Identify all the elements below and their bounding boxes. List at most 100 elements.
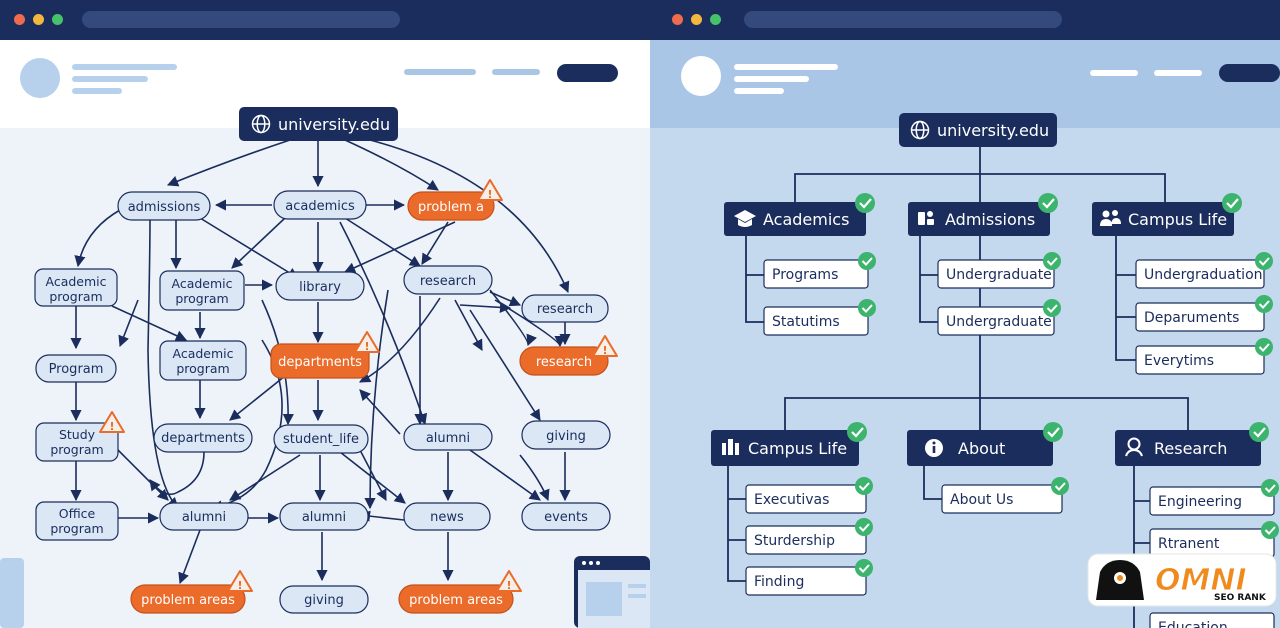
page-item[interactable]: Sturdership [745,518,873,555]
sitemap-node[interactable]: research [521,294,609,323]
section-campus-life[interactable]: Campus Life [1092,193,1242,236]
check-icon [1255,338,1273,356]
page-item[interactable]: Programs [763,252,876,289]
page-item[interactable]: Deparuments [1135,295,1273,332]
section-about[interactable]: About [907,422,1063,466]
svg-text:alumni: alumni [426,431,470,446]
sitemap-node[interactable]: academics [273,190,367,220]
page-item[interactable]: Statutims [763,299,876,336]
svg-text:Study: Study [59,427,96,442]
tangled-site-panel: university.edu admissions academics Acad… [0,0,650,628]
svg-text:About: About [958,439,1005,458]
address-bar[interactable] [82,11,400,28]
page-item[interactable]: Undergraduate [937,299,1061,336]
problem-node[interactable]: problem areas ! [398,570,522,614]
svg-text:problem areas: problem areas [141,593,235,608]
sitemap-node[interactable]: giving [521,420,611,450]
page-item[interactable]: Everytims [1135,338,1273,375]
check-icon [855,477,873,495]
sitemap-node[interactable]: research [403,265,493,295]
svg-text:Executivas: Executivas [754,492,829,508]
nav-link-placeholder[interactable] [1090,70,1138,76]
svg-text:departments: departments [161,431,245,446]
svg-text:program: program [176,361,229,376]
text-placeholder-line [72,88,122,94]
section-academics[interactable]: Academics [724,193,875,236]
problem-node[interactable]: research ! [519,335,618,376]
sitemap-node[interactable]: alumni [403,423,493,451]
browser-title-bar [650,0,1280,40]
svg-text:!: ! [109,420,114,433]
sitemap-node[interactable]: alumni [159,502,249,531]
sitemap-node[interactable]: Academic program [159,270,245,311]
sitemap-node[interactable]: admissions [117,191,211,221]
page-item[interactable]: About Us [941,477,1069,514]
site-header-placeholder [0,40,650,128]
section-research[interactable]: Research [1115,422,1269,466]
info-icon [925,439,943,457]
svg-text:Office: Office [59,506,96,521]
sitemap-node[interactable]: student_life [273,424,369,454]
sitemap-node[interactable]: Office program [35,501,119,541]
page-item[interactable]: Undergraduation [1135,252,1273,289]
svg-text:Engineering: Engineering [1158,494,1242,510]
svg-text:admissions: admissions [128,200,201,215]
problem-node[interactable]: problem areas ! [130,570,253,614]
root-node[interactable]: university.edu [899,113,1057,147]
check-icon [1222,193,1242,213]
window-close-dot[interactable] [14,14,25,25]
sitemap-node[interactable]: events [521,502,611,531]
window-minimize-dot[interactable] [33,14,44,25]
window-maximize-dot[interactable] [710,14,721,25]
nav-link-placeholder[interactable] [404,69,476,75]
mini-window-decor [574,556,650,628]
svg-text:Academic: Academic [172,346,233,361]
sitemap-node[interactable]: departments [153,423,253,453]
svg-text:Academic: Academic [45,274,106,289]
page-item[interactable]: Rtranent [1149,521,1279,558]
page-item[interactable]: Education [1149,612,1275,628]
warning-icon: ! [592,335,618,357]
nav-button-placeholder[interactable] [557,64,618,82]
address-bar[interactable] [744,11,1062,28]
page-item[interactable]: Finding [745,559,873,596]
window-close-dot[interactable] [672,14,683,25]
check-icon [855,193,875,213]
svg-text:academics: academics [285,199,355,214]
sitemap-node[interactable]: giving [279,585,369,614]
svg-text:Campus Life: Campus Life [1128,210,1227,229]
nav-link-placeholder[interactable] [492,69,540,75]
section-admissions[interactable]: Admissions [908,193,1058,236]
page-item[interactable]: Engineering [1149,479,1279,516]
user-search-icon [1125,437,1143,457]
svg-text:Program: Program [49,362,104,377]
page-item[interactable]: Executivas [745,477,873,514]
sitemap-node[interactable]: Academic program [34,268,118,307]
sitemap-node[interactable]: news [403,502,491,531]
text-placeholder-line [734,88,784,94]
nav-button-placeholder[interactable] [1219,64,1280,82]
nav-link-placeholder[interactable] [1154,70,1202,76]
warning-icon: ! [477,179,503,201]
logo-circle [20,58,60,98]
window-maximize-dot[interactable] [52,14,63,25]
warning-icon: ! [227,570,253,592]
root-label: university.edu [278,115,390,134]
window-minimize-dot[interactable] [691,14,702,25]
check-icon [855,518,873,536]
page-item[interactable]: Undergraduate [937,252,1061,289]
check-icon [858,252,876,270]
section-campus-life[interactable]: Campus Life [711,422,867,466]
admissions-icon [918,211,934,225]
sitemap-node[interactable]: Academic program [159,340,247,381]
svg-text:problem a: problem a [418,200,484,215]
root-node[interactable]: university.edu [239,107,398,141]
sitemap-node[interactable]: alumni [279,502,369,531]
problem-node[interactable]: problem a ! [407,179,503,221]
sitemap-node[interactable]: Program [35,354,117,383]
sitemap-node[interactable]: Study program [35,422,119,462]
globe-icon [251,114,271,134]
svg-text:research: research [537,302,593,317]
problem-node[interactable]: departments ! [270,331,380,379]
sitemap-node[interactable]: library [275,271,365,301]
